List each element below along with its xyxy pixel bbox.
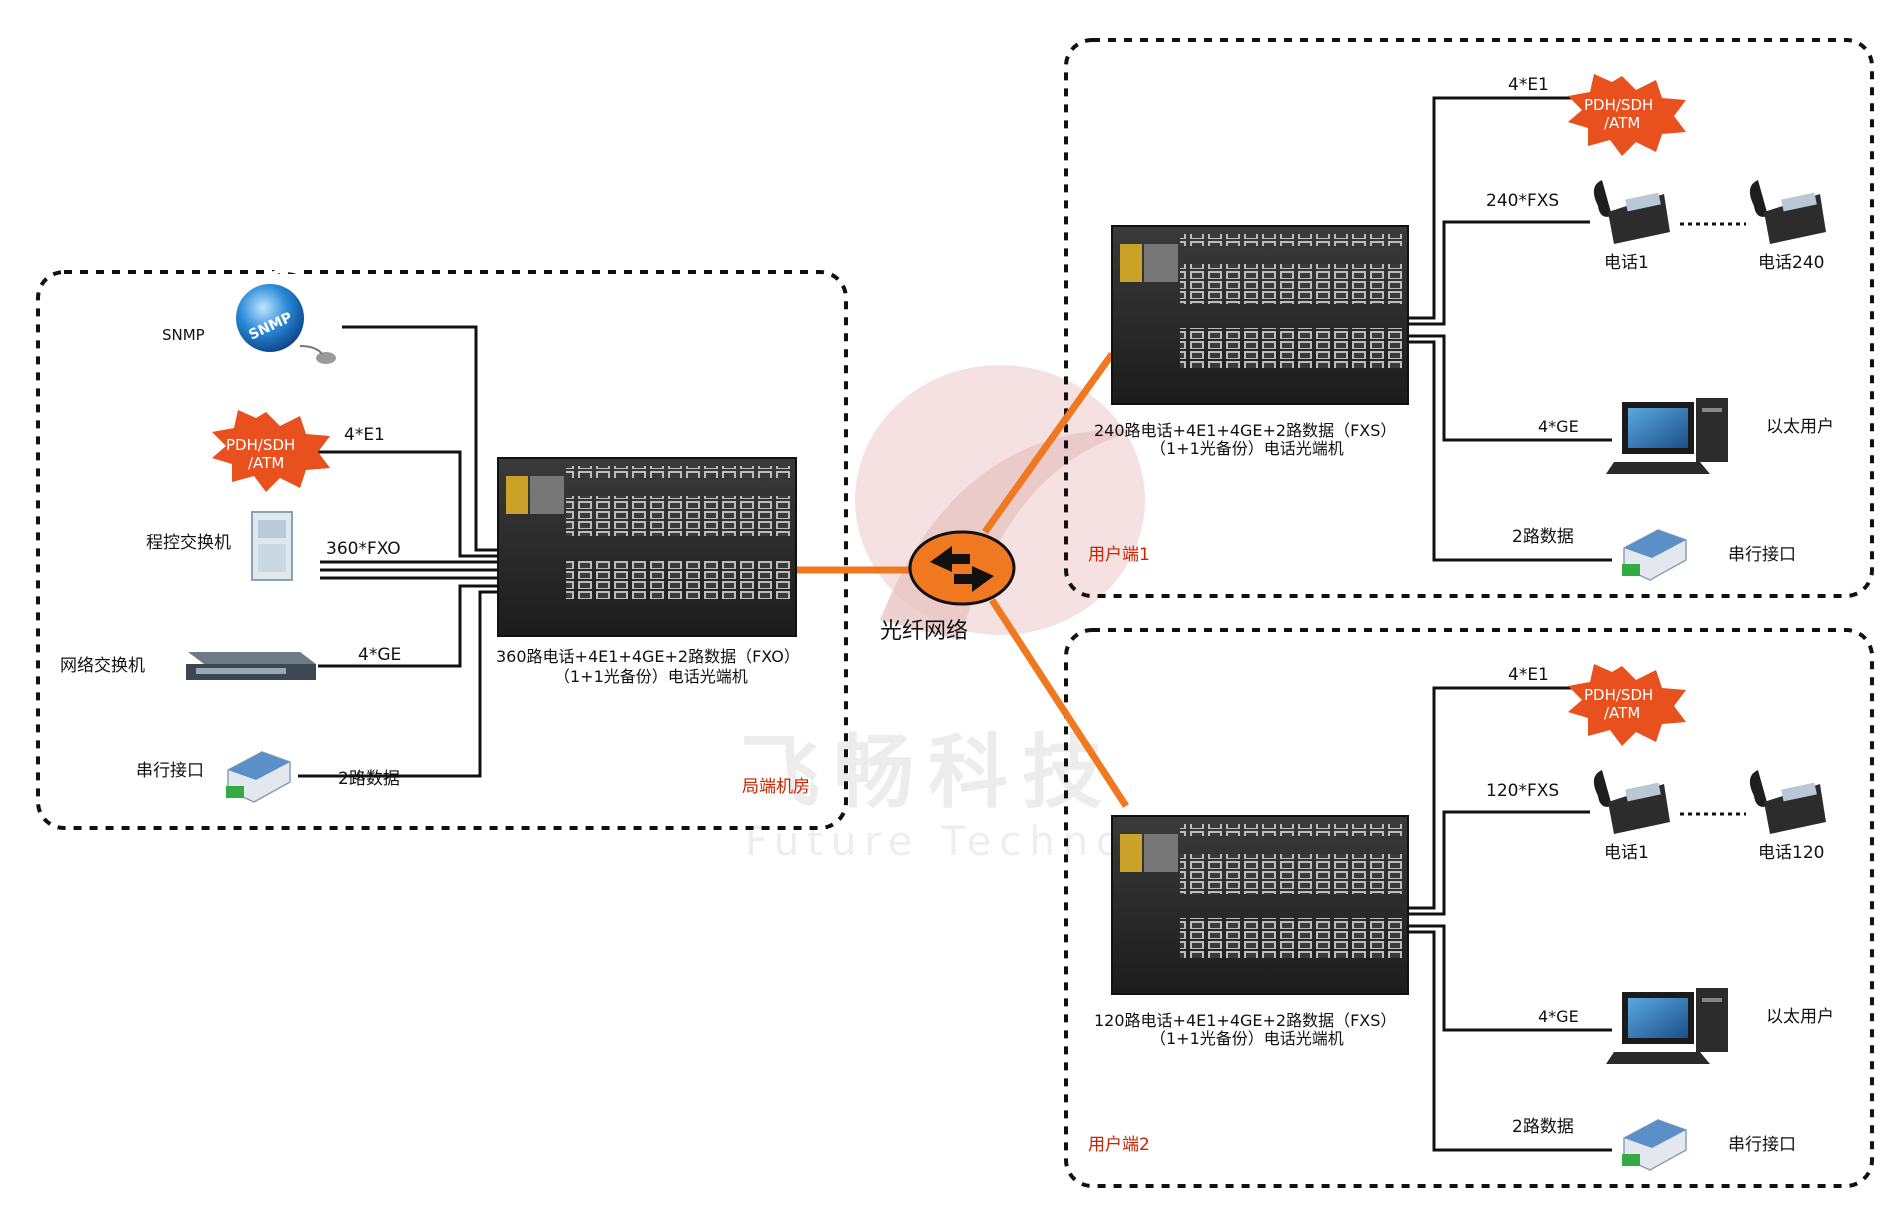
user1-wires: [1408, 96, 1746, 562]
network-label: 光纤网络: [880, 619, 968, 644]
user2-site: 120路电话+4E1+4GE+2路数据（FXS） （1+1光备份）电话光端机 4…: [1088, 664, 1834, 1171]
svg-text:/ATM: /ATM: [1604, 114, 1640, 132]
user2-wires: [1408, 686, 1746, 1152]
user2-device-caption-1: 120路电话+4E1+4GE+2路数据（FXS）: [1094, 1011, 1396, 1030]
central-office-zone: [36, 270, 848, 830]
central-device-caption-1: 360路电话+4E1+4GE+2路数据（FXO）: [496, 647, 800, 666]
user1-device-caption-2: （1+1光备份）电话光端机: [1150, 439, 1344, 458]
user1-zone: [1064, 38, 1874, 598]
user2-e1-label: 4*E1: [1508, 665, 1549, 685]
user1-phone-first-icon: [1593, 180, 1670, 244]
central-device-caption-2: （1+1光备份）电话光端机: [554, 667, 748, 686]
user1-optical-terminal: [1111, 225, 1409, 405]
user2-phone-last-icon: [1749, 770, 1826, 834]
watermark-cn: 飞畅科技: [740, 726, 1116, 819]
user1-serial-converter-icon: [1622, 529, 1687, 581]
user1-e1-label: 4*E1: [1508, 75, 1549, 95]
central-office: 360路电话+4E1+4GE+2路数据（FXO） （1+1光备份）电话光端机 S…: [60, 268, 810, 803]
user1-device-caption-1: 240路电话+4E1+4GE+2路数据（FXS）: [1094, 421, 1396, 440]
central-pdh-burst: PDH/SDH /ATM: [212, 410, 330, 492]
user1-phone-last-label: 电话240: [1758, 253, 1824, 273]
fiber-user1: [982, 351, 1115, 535]
user2-device-caption-2: （1+1光备份）电话光端机: [1150, 1029, 1344, 1048]
user1-phone-first-label: 电话1: [1604, 253, 1649, 273]
central-optical-terminal: [497, 457, 797, 637]
svg-text:/ATM: /ATM: [248, 454, 284, 472]
user2-pc-icon: [1606, 988, 1728, 1064]
hub-arrow-icon-2: [954, 566, 994, 592]
user2-phone-first-label: 电话1: [1604, 843, 1649, 863]
user2-serial-label: 串行接口: [1728, 1135, 1796, 1155]
network-switch-icon: [186, 652, 316, 680]
user1-serial-label: 串行接口: [1728, 545, 1796, 565]
pbx-label: 程控交换机: [146, 533, 231, 553]
snmp-globe-icon: SNMP: [236, 268, 336, 364]
user2-zone-label: 用户端2: [1088, 1135, 1150, 1155]
svg-text:/ATM: /ATM: [1604, 704, 1640, 722]
user2-phone-first-icon: [1593, 770, 1670, 834]
central-e1-label: 4*E1: [344, 425, 385, 445]
central-wires: [298, 325, 500, 778]
svg-text:PDH/SDH: PDH/SDH: [226, 436, 295, 454]
fiber-user2: [989, 598, 1129, 808]
user1-data-label: 2路数据: [1512, 527, 1574, 547]
user1-pdh-burst: PDH/SDH /ATM: [1568, 74, 1686, 156]
snmp-label: SNMP: [162, 326, 205, 344]
user2-fxs-label: 120*FXS: [1486, 781, 1559, 801]
central-serial-converter-icon: [226, 751, 291, 803]
user1-zone-label: 用户端1: [1088, 545, 1150, 565]
fiber-network-hub: 光纤网络: [880, 530, 1016, 644]
hub-arrow-icon: [930, 546, 970, 572]
central-data-label: 2路数据: [338, 769, 400, 789]
user1-site: 240路电话+4E1+4GE+2路数据（FXS） （1+1光备份）电话光端机 4…: [1088, 74, 1834, 581]
central-serial-label: 串行接口: [136, 761, 204, 781]
fiber-links: [796, 351, 1129, 808]
user2-pdh-burst: PDH/SDH /ATM: [1568, 664, 1686, 746]
user2-serial-converter-icon: [1622, 1119, 1687, 1171]
user1-ge-label: 4*GE: [1538, 417, 1579, 436]
user2-ethernet-user-label: 以太用户: [1766, 1007, 1834, 1027]
user2-ge-label: 4*GE: [1538, 1007, 1579, 1026]
user1-pc-icon: [1606, 398, 1728, 474]
svg-text:PDH/SDH: PDH/SDH: [1584, 686, 1653, 704]
user1-fxs-label: 240*FXS: [1486, 191, 1559, 211]
central-ge-label: 4*GE: [358, 645, 401, 665]
svg-text:PDH/SDH: PDH/SDH: [1584, 96, 1653, 114]
user2-data-label: 2路数据: [1512, 1117, 1574, 1137]
central-fxo-label: 360*FXO: [326, 539, 401, 559]
user2-optical-terminal: [1111, 815, 1409, 995]
switch-label: 网络交换机: [60, 656, 145, 676]
user1-phone-last-icon: [1749, 180, 1826, 244]
user2-zone: [1064, 628, 1874, 1188]
user2-phone-last-label: 电话120: [1758, 843, 1824, 863]
user1-ethernet-user-label: 以太用户: [1766, 417, 1834, 437]
hub-disc: [908, 530, 1016, 606]
central-room-label: 局端机房: [742, 777, 810, 797]
pbx-cabinet-icon: [251, 511, 293, 581]
